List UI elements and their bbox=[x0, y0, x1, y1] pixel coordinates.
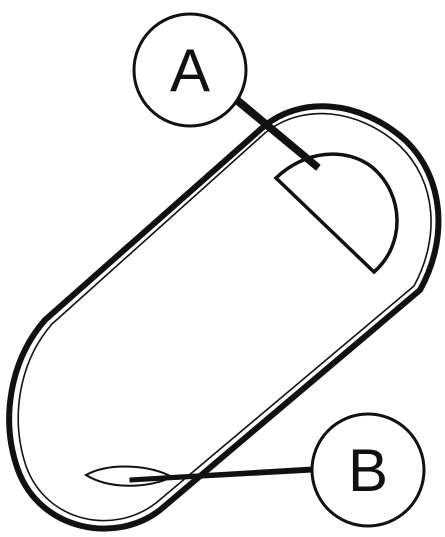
half-disc-shape bbox=[276, 154, 397, 272]
part-a-cutout bbox=[276, 154, 397, 272]
callout-a-label: A bbox=[170, 37, 210, 104]
callout-a: A bbox=[134, 14, 246, 126]
leader-line-b bbox=[130, 467, 312, 482]
callout-b-label: B bbox=[348, 437, 388, 504]
callout-b: B bbox=[312, 414, 424, 526]
